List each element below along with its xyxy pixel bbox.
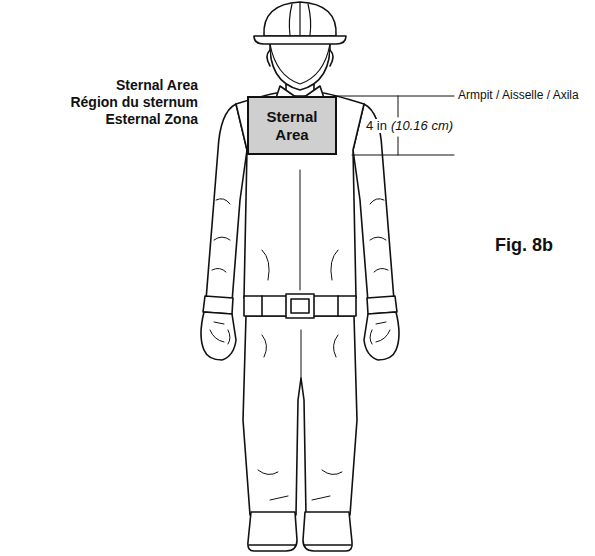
figure-number: Fig. 8b <box>495 236 553 256</box>
right-cuff <box>367 296 397 314</box>
lower-dimension-line <box>352 155 454 156</box>
right-glove-fingers <box>370 322 390 344</box>
dimension-value: (10.16 cm) <box>391 119 453 133</box>
sternal-area-box: Sternal Area <box>247 96 337 155</box>
belt-buckle <box>286 294 314 318</box>
area-label: Région du sternum <box>70 95 198 110</box>
left-sleeve-folds <box>212 199 230 272</box>
buckle-frame <box>291 299 309 313</box>
boot-soles <box>249 544 351 546</box>
area-label: Sternal Area <box>116 78 198 93</box>
armpit-label: Armpit / Aisselle / Axila <box>458 89 579 102</box>
area-label: Esternal Zona <box>105 112 198 127</box>
box-label: Sternal Area <box>257 108 327 143</box>
right-arm <box>353 104 394 302</box>
armpit-leader <box>337 96 454 97</box>
left-cuff <box>203 296 233 314</box>
chin-strap <box>270 44 330 84</box>
face <box>270 40 330 90</box>
dimension-value: 4 in <box>366 119 387 133</box>
ears <box>267 50 333 66</box>
hat-ridge <box>289 3 310 35</box>
shirt <box>236 92 364 298</box>
hard-hat <box>264 2 336 36</box>
shirt-folds <box>262 170 338 290</box>
left-glove-fingers <box>210 322 230 344</box>
hat-brim <box>254 36 346 44</box>
right-glove <box>364 312 399 360</box>
pant-creases <box>258 330 342 500</box>
pants <box>243 316 357 515</box>
left-glove <box>201 312 236 360</box>
belt-loops <box>262 296 338 316</box>
right-sleeve-folds <box>370 199 388 272</box>
left-arm <box>206 104 247 302</box>
